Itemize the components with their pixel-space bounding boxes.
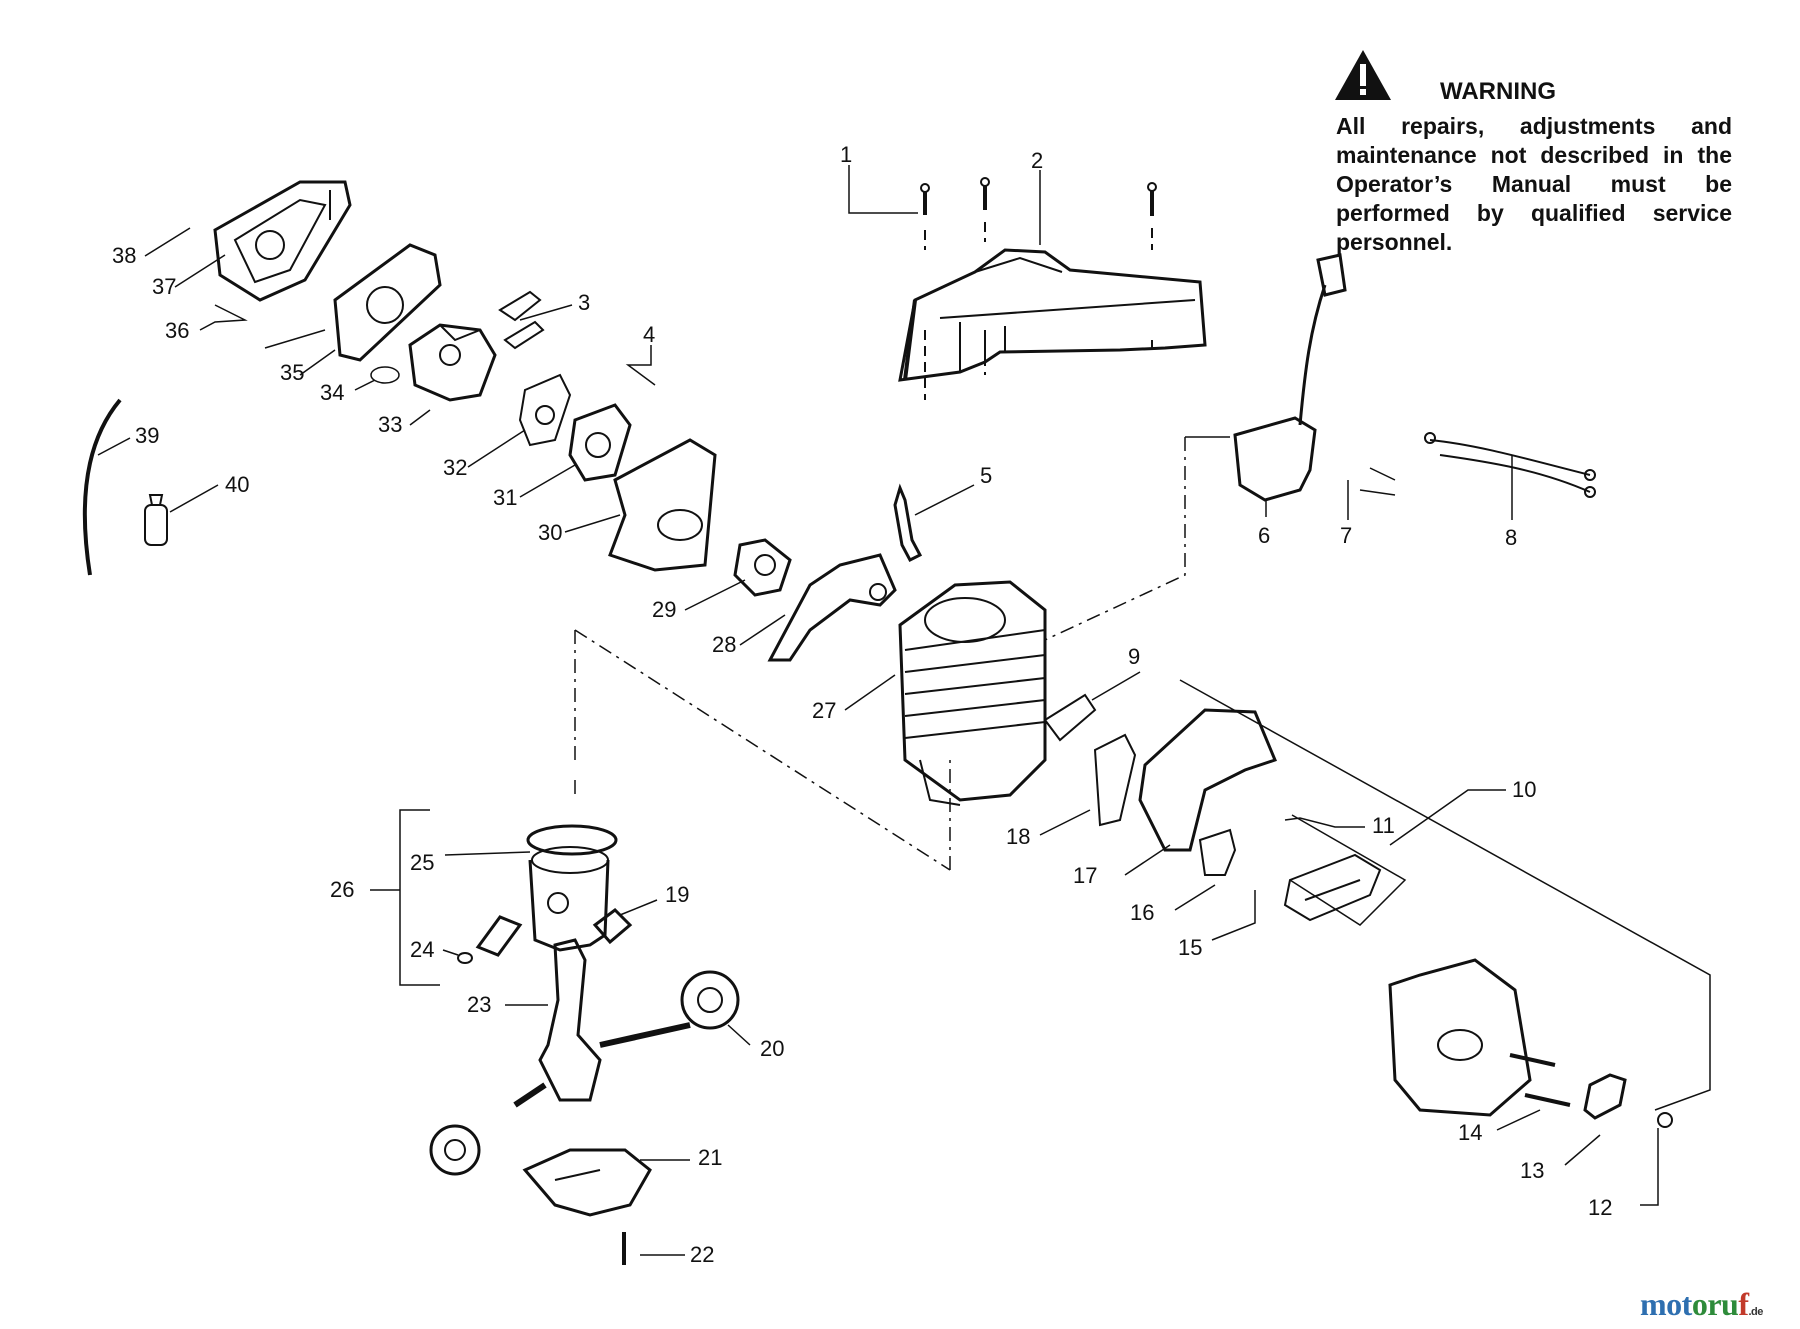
callout-40: 40 (225, 472, 249, 497)
callout-39: 39 (135, 423, 159, 448)
callout-23: 23 (467, 992, 491, 1017)
callout-19: 19 (665, 882, 689, 907)
callout-9: 9 (1128, 644, 1140, 669)
callout-5: 5 (980, 463, 992, 488)
callout-22: 22 (690, 1242, 714, 1267)
callout-29: 29 (652, 597, 676, 622)
callout-36: 36 (165, 318, 189, 343)
air-filter-plate-part (333, 243, 442, 362)
muffler-gasket-16-part (1198, 828, 1237, 876)
muffler-gasket-18-part (1093, 733, 1137, 827)
callout-33: 33 (378, 412, 402, 437)
muffler-cover-plate-part (1509, 1053, 1673, 1128)
callout-35: 35 (280, 360, 304, 385)
piston-pin-part (475, 915, 523, 957)
callout-13: 13 (1520, 1158, 1544, 1183)
callout-26: 26 (330, 877, 354, 902)
callout-7: 7 (1340, 523, 1352, 548)
callout-8: 8 (1505, 525, 1517, 550)
wire-harness-part (1424, 432, 1596, 498)
ignition-coil-part (1233, 253, 1347, 502)
intake-boot-part (733, 538, 792, 597)
callout-32: 32 (443, 455, 467, 480)
callout-24: 24 (410, 937, 434, 962)
choke-link-part (498, 290, 545, 350)
callout-31: 31 (493, 485, 517, 510)
watermark-part-3: f (1738, 1286, 1749, 1322)
crank-bearing-20-part (680, 970, 740, 1030)
watermark-part-1: mot (1640, 1286, 1692, 1322)
callout-6: 6 (1258, 523, 1270, 548)
top-cover-part (898, 248, 1207, 382)
callout-30: 30 (538, 520, 562, 545)
callout-18: 18 (1006, 824, 1030, 849)
callout-16: 16 (1130, 900, 1154, 925)
cover-screws (920, 177, 1157, 400)
heat-shield-part (1138, 708, 1278, 852)
carburetor-part (408, 323, 497, 402)
leader-lines (97, 165, 1711, 1256)
callout-14: 14 (1458, 1120, 1482, 1145)
warning-text: All repairs, adjustments and maintenance… (1336, 113, 1732, 255)
fuel-filter-part (144, 494, 168, 546)
callout-4: 4 (643, 322, 655, 347)
cylinder-part (898, 580, 1047, 806)
gasket-31-part (568, 403, 632, 482)
callout-15: 15 (1178, 935, 1202, 960)
air-filter-housing-part (213, 180, 352, 302)
callout-labels: 1 2 3 4 5 6 7 8 9 10 11 12 13 14 15 16 1… (112, 142, 1612, 1267)
callout-3: 3 (578, 290, 590, 315)
watermark-logo: motoruf.de (1640, 1286, 1763, 1323)
callout-2: 2 (1031, 148, 1043, 173)
impulse-hose-part (767, 553, 897, 662)
piston-part (528, 846, 610, 952)
callout-21: 21 (698, 1145, 722, 1170)
callout-25: 25 (410, 850, 434, 875)
warning-triangle-icon (1335, 50, 1391, 100)
callout-12: 12 (1588, 1195, 1612, 1220)
crank-seal-part (429, 1124, 481, 1176)
retaining-clip-part (457, 952, 473, 964)
crankshaft-part (513, 938, 691, 1108)
callout-17: 17 (1073, 863, 1097, 888)
spark-arrestor-part (1283, 853, 1382, 922)
spark-plug-part (893, 483, 923, 562)
callout-37: 37 (152, 274, 176, 299)
callout-10: 10 (1512, 777, 1536, 802)
callout-1: 1 (840, 142, 852, 167)
fuel-hose-part (82, 398, 122, 576)
exhaust-gasket-part (1043, 693, 1097, 742)
callout-34: 34 (320, 380, 344, 405)
callout-28: 28 (712, 632, 736, 657)
muffler-body-part (1388, 958, 1532, 1117)
needle-bearing-part (592, 908, 633, 945)
callout-11: 11 (1372, 813, 1395, 838)
warning-title: WARNING (1440, 78, 1556, 105)
piston-ring-part (526, 824, 618, 856)
crankcase-cover-part (522, 1148, 652, 1217)
callout-38: 38 (112, 243, 136, 268)
callout-27: 27 (812, 698, 836, 723)
watermark-suffix: .de (1748, 1306, 1763, 1318)
callout-20: 20 (760, 1036, 784, 1061)
intake-adapter-part (608, 438, 717, 572)
watermark-part-2: oru (1691, 1286, 1739, 1322)
gasket-32-part (518, 373, 572, 447)
